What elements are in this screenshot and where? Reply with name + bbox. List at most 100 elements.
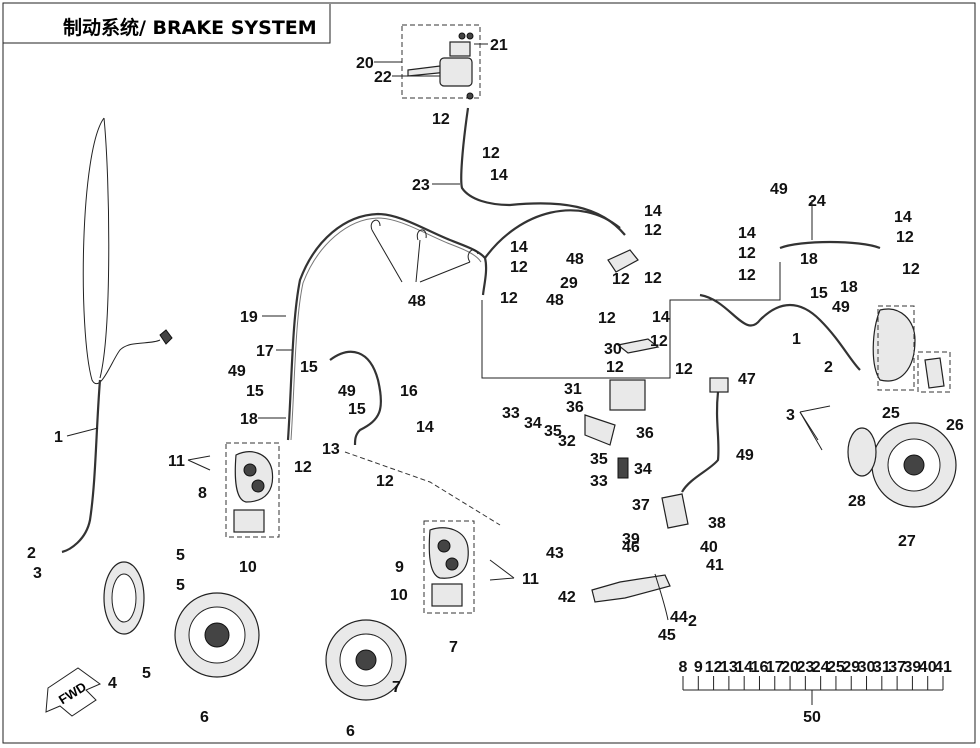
kit-bracket — [683, 689, 943, 705]
callout-49a: 49 — [228, 363, 246, 380]
kit-item-label: 8 — [679, 659, 688, 676]
callout-12-17: 12 — [612, 271, 630, 288]
callout-18a: 18 — [240, 411, 258, 428]
callout-20: 20 — [356, 55, 374, 72]
callout-25: 25 — [882, 405, 900, 422]
callout-28: 28 — [848, 493, 866, 510]
callout-30: 30 — [604, 341, 622, 358]
kit-item-label: 9 — [694, 659, 703, 676]
front-brake-disc-left — [174, 592, 260, 678]
callout-2-pedal: 2 — [688, 613, 697, 630]
callout-49b: 49 — [338, 383, 356, 400]
callout-17: 17 — [256, 343, 274, 360]
kit-item-label: 31 — [873, 659, 891, 676]
callout-23: 23 — [412, 177, 430, 194]
callout-43: 43 — [546, 545, 564, 562]
callout-18c: 18 — [840, 279, 858, 296]
callout-15b: 15 — [246, 383, 264, 400]
callout-48a: 48 — [408, 293, 426, 310]
callout-12-3: 12 — [644, 222, 662, 239]
kit-item-label: 30 — [858, 659, 876, 676]
callout-33b: 33 — [590, 473, 608, 490]
callout-labels: 1 2 3 4 5 5 5 6 6 7 7 8 9 10 10 11 11 12… — [27, 37, 964, 740]
callout-11b: 11 — [522, 571, 539, 588]
callout-49e: 49 — [736, 447, 754, 464]
abs-module — [481, 249, 781, 479]
callout-12-5: 12 — [644, 270, 662, 287]
callout-4: 4 — [108, 675, 117, 692]
kit-item-label: 20 — [781, 659, 799, 676]
callout-9: 9 — [395, 559, 404, 576]
callout-32: 32 — [558, 433, 576, 450]
callout-36b: 36 — [636, 425, 654, 442]
callout-12-13: 12 — [738, 245, 756, 262]
callout-35a: 35 — [544, 423, 562, 440]
callout-6a: 6 — [200, 709, 209, 726]
kit-label: 50 — [803, 709, 821, 726]
callout-12-6: 12 — [500, 290, 518, 307]
front-caliper-left — [225, 442, 280, 538]
kit-ticks — [682, 676, 944, 690]
callout-21: 21 — [490, 37, 508, 54]
callout-11a: 11 — [168, 453, 185, 470]
callout-7a: 7 — [449, 639, 458, 656]
diagram-title: 制动系统/ BRAKE SYSTEM — [63, 16, 317, 39]
kit-item-label: 23 — [796, 659, 814, 676]
callout-15a: 15 — [300, 359, 318, 376]
callout-12-15: 12 — [896, 229, 914, 246]
callout-8: 8 — [198, 485, 207, 502]
callout-10b: 10 — [390, 587, 408, 604]
forward-arrow-icon: FWD — [45, 667, 102, 717]
kit-item-label: 13 — [720, 659, 738, 676]
callout-12-9: 12 — [606, 359, 624, 376]
callout-39: 39 — [622, 531, 640, 548]
callout-48c: 48 — [546, 292, 564, 309]
callout-7b: 7 — [392, 679, 401, 696]
callout-34b: 34 — [634, 461, 652, 478]
callout-29: 29 — [560, 275, 578, 292]
callout-31: 31 — [564, 381, 582, 398]
callout-14-4: 14 — [652, 309, 670, 326]
callout-5c: 5 — [142, 665, 151, 682]
abs-sensor-cable-front — [61, 117, 173, 554]
callout-27: 27 — [898, 533, 916, 550]
callout-12-11: 12 — [294, 459, 312, 476]
callout-14-7: 14 — [894, 209, 912, 226]
kit-item-label: 16 — [751, 659, 769, 676]
callout-6b: 6 — [346, 723, 355, 740]
front-brake-disc-right — [325, 619, 407, 701]
kit-item-label: 40 — [919, 659, 937, 676]
kit-item-label: 29 — [842, 659, 860, 676]
callout-1: 1 — [54, 429, 63, 446]
callout-12-10: 12 — [675, 361, 693, 378]
callout-26: 26 — [946, 417, 964, 434]
callout-13: 13 — [322, 441, 340, 458]
callout-38: 38 — [708, 515, 726, 532]
callout-47: 47 — [738, 371, 756, 388]
callout-34a: 34 — [524, 415, 542, 432]
callout-14-6: 14 — [738, 225, 756, 242]
callout-16: 16 — [400, 383, 418, 400]
front-caliper-right — [423, 520, 475, 614]
callout-15d: 15 — [810, 285, 828, 302]
callout-46: 46 — [622, 539, 640, 556]
kit-item-label: 12 — [705, 659, 723, 676]
callout-14-5: 14 — [416, 419, 434, 436]
callout-44: 44 — [670, 609, 688, 626]
callout-3-rear: 3 — [786, 407, 795, 424]
callout-3: 3 — [33, 565, 42, 582]
kit-item-label: 17 — [766, 659, 784, 676]
callout-45: 45 — [658, 627, 676, 644]
rear-master-cylinder-and-pedal — [591, 377, 729, 621]
front-brake-hoses — [286, 209, 621, 446]
callout-12-7: 12 — [598, 310, 616, 327]
callout-12-14: 12 — [738, 267, 756, 284]
callout-49d: 49 — [832, 299, 850, 316]
callout-24: 24 — [808, 193, 826, 210]
callout-22: 22 — [374, 69, 392, 86]
kit-item-label: 39 — [904, 659, 922, 676]
caliper-connection — [344, 451, 501, 526]
front-master-cylinder — [401, 24, 481, 100]
